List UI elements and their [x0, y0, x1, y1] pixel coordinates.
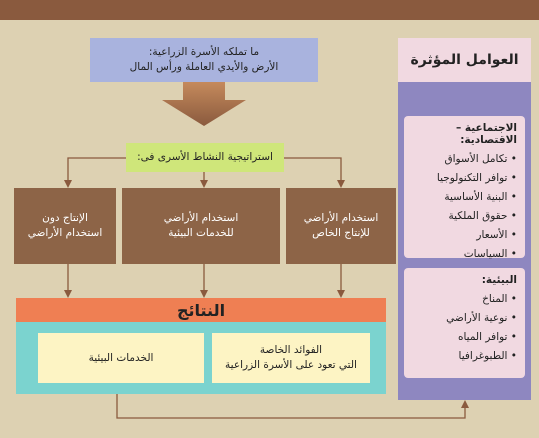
bullet-icon: • — [507, 293, 517, 305]
strategy-env-services-line1: استخدام الأراضي — [163, 212, 239, 224]
bullet-icon: • — [507, 191, 517, 203]
socioeconomic-factors-box: الاجتماعية – الاقتصادية: • تكامل الأسواق… — [404, 116, 525, 260]
environmental-item-label: توافر المياه — [457, 331, 508, 343]
strategy-box: استراتيجية النشاط الأسرى فى: — [126, 143, 284, 172]
private-benefits-box: الفوائد الخاصة التي تعود على الأسرة الزر… — [212, 333, 370, 383]
connector-results-to-factors — [116, 390, 469, 419]
bullet-icon: • — [507, 210, 517, 222]
socioeconomic-list: • تكامل الأسواق• توافر التكنولوجيا• البن… — [412, 150, 517, 264]
environmental-item-3: • الطبوغرافيا — [412, 347, 517, 366]
environmental-factors-box: البيئية: • المناخ• نوعية الأراضي• توافر … — [404, 268, 525, 378]
bullet-icon: • — [507, 331, 517, 343]
environmental-heading: البيئية: — [481, 274, 517, 286]
socioeconomic-item-label: البنية الأساسية — [444, 191, 508, 203]
flow-big-arrow — [162, 82, 246, 126]
bullet-icon: • — [507, 172, 517, 184]
bullet-icon: • — [507, 248, 517, 260]
strategy-own-production-line2: للإنتاج الخاص — [312, 227, 370, 239]
bullet-icon: • — [507, 350, 517, 362]
socioeconomic-item-5: • السياسات — [412, 245, 517, 264]
results-title-bar: النتائج — [16, 298, 386, 322]
socioeconomic-item-label: الأسعار — [476, 229, 508, 241]
socioeconomic-item-1: • توافر التكنولوجيا — [412, 169, 517, 188]
factors-title: العوامل المؤثرة — [398, 38, 531, 82]
strategy-env-services-line2: للخدمات البيئية — [168, 227, 234, 239]
socioeconomic-item-label: تكامل الأسواق — [444, 153, 508, 165]
env-services-result-box: الخدمات البيئية — [38, 333, 204, 383]
strategy-own-production-box: استخدام الأراضي للإنتاج الخاص — [286, 188, 396, 264]
results-title: النتائج — [176, 300, 226, 320]
environmental-item-2: • توافر المياه — [412, 328, 517, 347]
socioeconomic-item-4: • الأسعار — [412, 226, 517, 245]
socioeconomic-item-0: • تكامل الأسواق — [412, 150, 517, 169]
socioeconomic-item-label: السياسات — [463, 248, 508, 260]
connector-to-right-box — [283, 157, 345, 188]
bullet-icon: • — [507, 153, 517, 165]
strategy-no-land-line1: الإنتاج دون — [42, 212, 88, 224]
strategy-env-services-box: استخدام الأراضي للخدمات البيئية — [122, 188, 280, 264]
household-assets-line1: ما تملكه الأسرة الزراعية: — [148, 46, 260, 58]
env-services-result-label: الخدمات البيئية — [88, 351, 154, 364]
factors-title-text: العوامل المؤثرة — [410, 52, 519, 68]
strategy-label: استراتيجية النشاط الأسرى فى: — [137, 151, 273, 163]
environmental-item-label: نوعية الأراضي — [446, 312, 508, 324]
strategy-no-land-line2: استخدام الأراضي — [27, 227, 103, 239]
private-benefits-line2: التي تعود على الأسرة الزراعية — [225, 359, 357, 371]
private-benefits-line1: الفوائد الخاصة — [259, 344, 323, 356]
bullet-icon: • — [507, 229, 517, 241]
environmental-item-1: • نوعية الأراضي — [412, 309, 517, 328]
household-assets-box: ما تملكه الأسرة الزراعية: الأرض والأيدي … — [90, 38, 318, 82]
socioeconomic-item-label: حقوق الملكية — [448, 210, 508, 222]
household-assets-line2: الأرض والأيدي العاملة ورأس المال — [129, 61, 279, 73]
environmental-list: • المناخ• نوعية الأراضي• توافر المياه• ا… — [412, 290, 517, 366]
top-bar — [0, 0, 539, 20]
environmental-item-label: الطبوغرافيا — [458, 350, 508, 362]
socioeconomic-heading: الاجتماعية – الاقتصادية: — [456, 122, 517, 146]
socioeconomic-item-2: • البنية الأساسية — [412, 188, 517, 207]
socioeconomic-item-3: • حقوق الملكية — [412, 207, 517, 226]
environmental-item-0: • المناخ — [412, 290, 517, 309]
bullet-icon: • — [507, 312, 517, 324]
connector-to-left-box — [64, 157, 132, 188]
environmental-item-label: المناخ — [482, 293, 508, 305]
socioeconomic-item-label: توافر التكنولوجيا — [436, 172, 508, 184]
strategy-no-land-box: الإنتاج دون استخدام الأراضي — [14, 188, 116, 264]
strategy-own-production-line1: استخدام الأراضي — [303, 212, 379, 224]
